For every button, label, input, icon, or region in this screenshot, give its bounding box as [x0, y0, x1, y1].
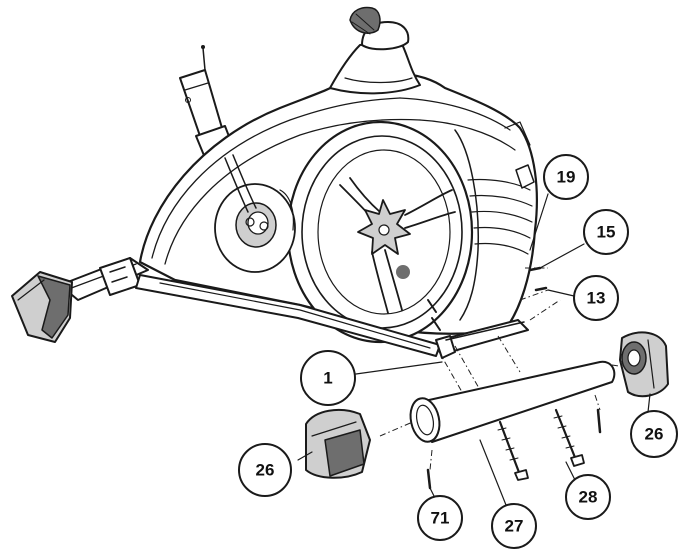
front-bracket — [396, 265, 529, 359]
callout-1: 1 — [300, 350, 356, 406]
washers-nuts — [528, 266, 548, 292]
callout-26-right-label: 26 — [645, 425, 664, 444]
callout-13: 13 — [573, 275, 619, 321]
crank-hub — [214, 154, 296, 273]
callout-26-left-label: 26 — [256, 461, 275, 480]
callout-71: 71 — [417, 495, 463, 541]
carriage-bolts — [497, 408, 585, 481]
callout-13-label: 13 — [587, 289, 606, 308]
callout-28-label: 28 — [579, 488, 598, 507]
callout-71-label: 71 — [431, 509, 450, 528]
callout-27: 27 — [491, 503, 537, 549]
callout-28: 28 — [565, 474, 611, 520]
rear-stabilizer — [11, 257, 441, 357]
front-stabilizer-tube — [409, 360, 616, 443]
end-cap-left — [305, 408, 371, 479]
screws — [426, 408, 602, 490]
callout-1-label: 1 — [323, 369, 332, 388]
callout-19-label: 19 — [557, 168, 576, 187]
callout-26-left: 26 — [238, 443, 292, 497]
callout-15: 15 — [583, 209, 629, 255]
end-cap-right — [619, 331, 669, 398]
callout-27-label: 27 — [505, 517, 524, 536]
callout-15-label: 15 — [597, 223, 616, 242]
callout-26-right: 26 — [630, 410, 678, 458]
leader-lines — [297, 193, 651, 511]
callout-19: 19 — [543, 154, 589, 200]
